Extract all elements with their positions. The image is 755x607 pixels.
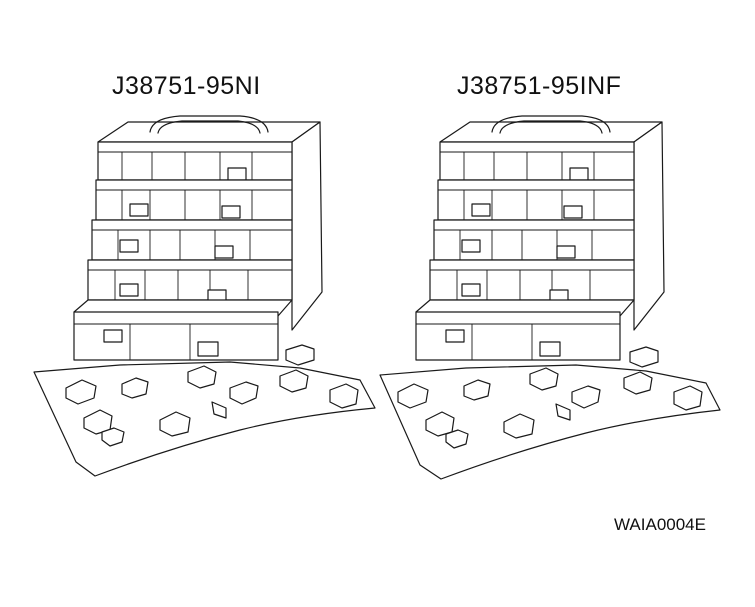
case-handle [149, 115, 269, 133]
case-top [439, 121, 663, 143]
kit-label-left: J38751-95NI [112, 72, 261, 100]
connector-parts [65, 344, 359, 447]
organizer-case-left [33, 115, 376, 477]
drawer-2 [95, 179, 293, 221]
organizer-case-right [379, 115, 721, 480]
case-side [633, 121, 665, 331]
case-side [291, 121, 323, 331]
figure-code: WAIA0004E [614, 515, 706, 534]
drawer-5-open [73, 299, 293, 361]
kit-label-right: J38751-95INF [457, 72, 622, 100]
connector-parts [397, 346, 703, 449]
case-handle [491, 115, 611, 133]
drawer-4 [429, 259, 635, 303]
drawer-3 [433, 219, 635, 261]
case-top [97, 121, 321, 143]
drawer-1 [439, 141, 635, 181]
drawer-5-open [415, 299, 635, 361]
case-handle-inner [499, 120, 603, 134]
drawer-1 [97, 141, 293, 181]
drawer-2 [437, 179, 635, 221]
case-handle-inner [157, 120, 261, 134]
drawer-4 [87, 259, 293, 303]
drawer-3 [91, 219, 293, 261]
